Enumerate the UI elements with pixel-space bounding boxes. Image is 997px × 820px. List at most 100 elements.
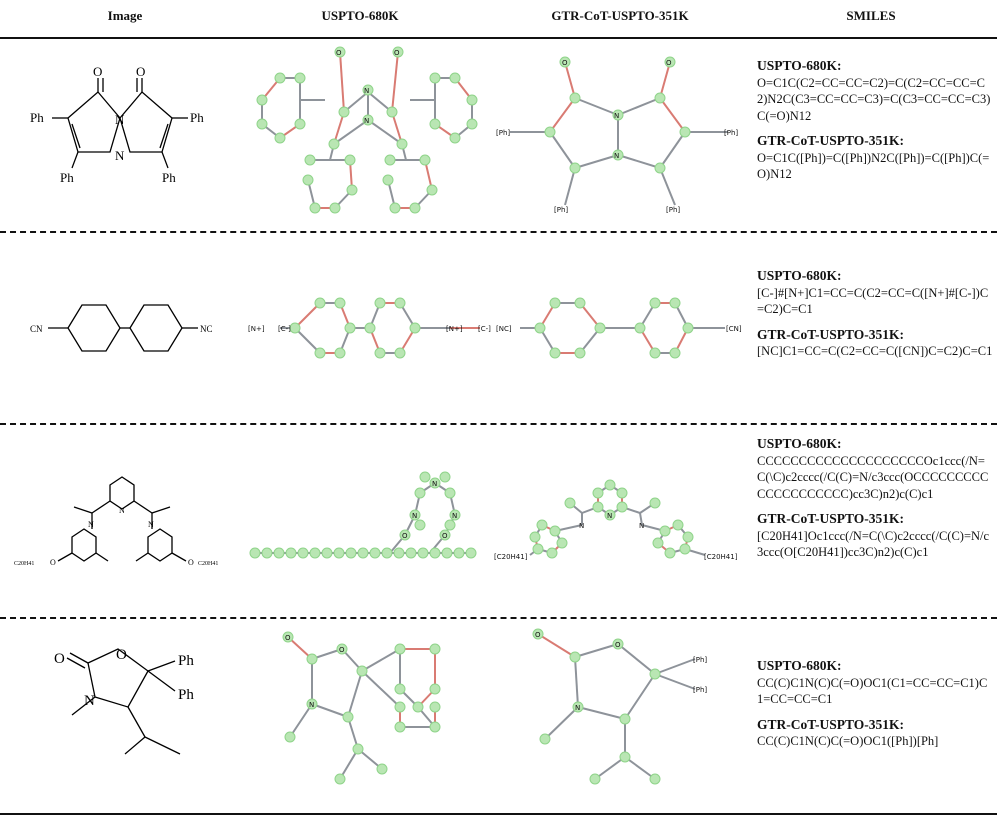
row4-graph-b-n: N — [575, 704, 580, 712]
bottom-rule — [0, 813, 997, 815]
row1-label-n1: N — [115, 112, 125, 127]
row4-label-ph1: Ph — [178, 653, 194, 669]
row4-graph-b-o1: O — [535, 631, 541, 639]
row2-smiles-label-b: GTR-CoT-USPTO-351K: — [757, 326, 905, 342]
row1-graph-b-n2: N — [614, 152, 619, 160]
row3-graph-b-n2: N — [639, 522, 644, 530]
row3-smiles-value-b: [C20H41]Oc1ccc(/N=C(\C)c2cccc(/C(C)=N/c3… — [757, 528, 990, 560]
row3-label-o1: O — [50, 558, 56, 567]
row4-structure-image: O O N Ph Ph — [54, 647, 194, 755]
row3-graph-gtr-cot: N N N [C20H41] [C20H41] — [494, 479, 738, 561]
row1-graph-uspto-680k: O O N N — [256, 46, 478, 214]
row4-smiles-label-b: GTR-CoT-USPTO-351K: — [757, 716, 905, 732]
row2-smiles-label-a: USPTO-680K: — [757, 268, 842, 283]
row3-label-n1: N — [88, 520, 94, 529]
row4-label-o-carbonyl: O — [54, 651, 65, 667]
row1-label-ph2: Ph — [190, 110, 204, 125]
row1-ring-left — [67, 91, 121, 153]
row1-graph-b-n1: N — [614, 112, 619, 120]
row2-smiles: USPTO-680K: [C-]#[N+]C1=CC=C(C2=CC=C([N+… — [757, 268, 993, 369]
row1-smiles-label-a: USPTO-680K: — [757, 58, 842, 73]
row4-graph-b-o2: O — [615, 641, 621, 649]
row3-label-n2: N — [148, 520, 154, 529]
row1-label-ph1: Ph — [30, 110, 44, 125]
row1-graph-b-ph3: [Ph] — [554, 206, 568, 214]
row2-label-cn: CN — [30, 324, 43, 334]
row2-graph-a-n1: [N+] — [248, 325, 265, 333]
row1-smiles: USPTO-680K: O=C1C(C2=CC=CC=C2)=C(C2=CC=C… — [757, 58, 993, 192]
row4-label-ph2: Ph — [178, 687, 194, 703]
row4-graph-b-ph2: [Ph] — [693, 686, 707, 694]
row3-smiles-label-a: USPTO-680K: — [757, 436, 842, 451]
row3-label-r2: C20H41 — [198, 561, 218, 567]
row1-graph-a-n2: N — [364, 117, 369, 125]
row2-graph-gtr-cot: [NC] [CN] — [496, 297, 742, 359]
row2-graph-a-c2: [C-] — [478, 325, 491, 333]
row1-graph-a-o2: O — [394, 49, 400, 57]
row3-graph-b-r1: [C20H41] — [494, 553, 528, 561]
row1-label-n2: N — [115, 148, 125, 163]
column-header-uspto-680k: USPTO-680K — [321, 8, 399, 23]
row2-graph-uspto-680k: [N+] [C-] [N+] [C-] — [248, 297, 491, 359]
row2-structure-image: CN NC — [30, 304, 213, 352]
row3-structure-image: N N N O O C20H41 C20H41 — [14, 476, 218, 567]
row3-smiles-value-a: CCCCCCCCCCCCCCCCCCCCOc1ccc(/N=C(\C)c2ccc… — [757, 453, 989, 501]
row3-graph-a-o1: O — [402, 532, 408, 540]
row3-graph-uspto-680k: N N N O O — [249, 471, 477, 559]
row4-label-n: N — [84, 693, 95, 709]
row1-label-o1: O — [93, 64, 102, 79]
row4-smiles-label-a: USPTO-680K: — [757, 658, 842, 673]
row1-graph-b-o2: O — [666, 59, 672, 67]
row4-graph-a-o1: O — [285, 634, 291, 642]
row3-graph-a-o2: O — [442, 532, 448, 540]
row3-graph-a-n-py: N — [432, 480, 437, 488]
row1-graph-b-o1: O — [562, 59, 568, 67]
row2-graph-b-cn: [CN] — [726, 325, 742, 333]
row-divider-2 — [0, 423, 997, 425]
row3-graph-b-n1: N — [579, 522, 584, 530]
row3-graph-b-n-py: N — [607, 512, 612, 520]
row4-graph-uspto-680k: O O N — [282, 631, 441, 785]
row1-graph-a-n1: N — [364, 87, 369, 95]
row1-label-ph3: Ph — [60, 170, 74, 185]
row1-graph-b-ph4: [Ph] — [666, 206, 680, 214]
row-divider-3 — [0, 617, 997, 619]
row2-graph-b-nc: [NC] — [496, 325, 512, 333]
row3-graph-a-n2: N — [452, 512, 457, 520]
row3-smiles-label-b: GTR-CoT-USPTO-351K: — [757, 511, 905, 526]
row2-label-nc: NC — [200, 324, 213, 334]
row1-smiles-label-b: GTR-CoT-USPTO-351K: — [757, 133, 905, 148]
row4-smiles: USPTO-680K: CC(C)C1N(C)C(=O)OC1(C1=CC=CC… — [757, 658, 993, 759]
row1-smiles-value-b: O=C1C([Ph])=C([Ph])N2C([Ph])=C([Ph])C(=O… — [757, 150, 990, 182]
row2-smiles-value-a: [C-]#[N+]C1=CC=C(C2=CC=C([N+]#[C-])C=C2)… — [757, 285, 989, 317]
row4-graph-a-o2: O — [339, 646, 345, 654]
row2-smiles-value-b: [NC]C1=CC=C(C2=CC=C([CN])C=C2)C=C1 — [757, 344, 993, 358]
row-divider-1 — [0, 231, 997, 233]
row1-ring-right — [119, 91, 173, 153]
row1-graph-b-ph1: [Ph] — [496, 129, 510, 137]
row2-graph-a-c1: [C-] — [278, 325, 291, 333]
column-header-smiles: SMILES — [846, 8, 896, 23]
row3-label-r1: C20H41 — [14, 561, 34, 567]
row4-graph-b-ph1: [Ph] — [693, 656, 707, 664]
row3-label-o2: O — [188, 558, 194, 567]
row3-smiles: USPTO-680K: CCCCCCCCCCCCCCCCCCCCOc1ccc(/… — [757, 436, 993, 570]
header-rule — [0, 37, 997, 39]
row4-graph-gtr-cot: O O N [Ph] [Ph] — [532, 628, 707, 785]
row1-graph-a-o1: O — [336, 49, 342, 57]
row1-graph-b-ph2: [Ph] — [724, 129, 738, 137]
row3-graph-a-n1: N — [412, 512, 417, 520]
row4-smiles-value-a: CC(C)C1N(C)C(=O)OC1(C1=CC=CC=C1)C1=CC=CC… — [757, 675, 988, 707]
column-header-gtr-cot: GTR-CoT-USPTO-351K — [551, 8, 689, 23]
row1-graph-gtr-cot: O O N N [Ph] [Ph] [Ph] [Ph] — [496, 56, 738, 214]
row4-label-o-ring: O — [116, 647, 127, 663]
row1-smiles-value-a: O=C1C(C2=CC=CC=C2)=C(C2=CC=CC=C2)N2C(C3=… — [757, 75, 991, 123]
column-header-image: Image — [107, 8, 143, 23]
row1-label-ph4: Ph — [162, 170, 176, 185]
row3-label-n-py: N — [119, 506, 125, 515]
row3-graph-b-r2: [C20H41] — [704, 553, 738, 561]
row1-structure-image: O O N N Ph Ph Ph Ph — [30, 64, 204, 185]
row4-graph-a-n: N — [309, 701, 314, 709]
row1-label-o2: O — [136, 64, 145, 79]
row4-smiles-value-b: CC(C)C1N(C)C(=O)OC1([Ph])[Ph] — [757, 734, 939, 748]
